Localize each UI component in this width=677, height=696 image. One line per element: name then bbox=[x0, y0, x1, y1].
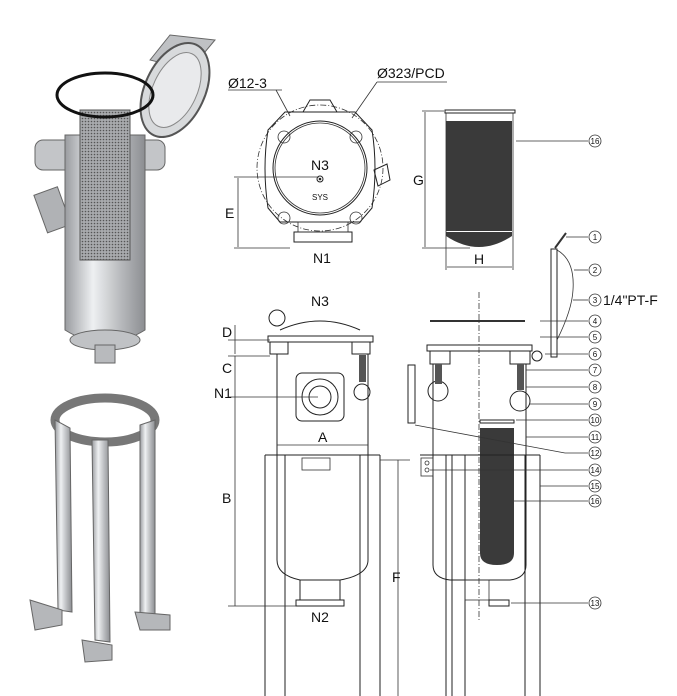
dim-g: G bbox=[413, 172, 424, 188]
callout-number: 13 bbox=[591, 599, 600, 608]
n3-label-front: N3 bbox=[311, 293, 329, 309]
callout-circle bbox=[588, 230, 602, 244]
logo-text: SYS bbox=[312, 193, 328, 202]
bolt-hole-label: Ø12-3 bbox=[228, 75, 267, 91]
callout-8: 8 bbox=[526, 380, 602, 394]
dim-e: E bbox=[225, 205, 234, 221]
callout-number: 14 bbox=[591, 466, 600, 475]
top-view: Ø12-3 Ø323/PCD N3 SYS E N1 bbox=[225, 65, 447, 266]
dim-a: A bbox=[318, 429, 328, 445]
callout-circle bbox=[588, 413, 602, 427]
callout-number: 16 bbox=[591, 497, 600, 506]
callout-number: 12 bbox=[591, 449, 600, 458]
callout-circle bbox=[588, 596, 602, 610]
callout-3: 3 bbox=[573, 293, 602, 307]
isometric-housing-render bbox=[29, 34, 216, 663]
callout-number: 1 bbox=[593, 233, 598, 242]
dim-h: H bbox=[474, 251, 484, 267]
callout-number: 9 bbox=[593, 400, 598, 409]
gasket-ring bbox=[55, 71, 155, 119]
callout-number: 15 bbox=[591, 482, 600, 491]
callout-number: 6 bbox=[593, 350, 598, 359]
dim-b: B bbox=[222, 490, 231, 506]
callout-circle bbox=[588, 363, 602, 377]
callout-1: 1 bbox=[566, 230, 602, 244]
callout-number: 11 bbox=[591, 433, 600, 442]
callout-11: 11 bbox=[526, 430, 602, 444]
callout-number: 5 bbox=[593, 333, 598, 342]
front-view: N3 D C N1 A B N2 F bbox=[214, 293, 410, 696]
callout-circle bbox=[588, 380, 602, 394]
pcd-label: Ø323/PCD bbox=[377, 65, 445, 81]
callout-14: 14 bbox=[430, 463, 602, 477]
n2-label: N2 bbox=[311, 609, 329, 625]
callout-circle bbox=[588, 347, 602, 361]
callout-circle bbox=[588, 397, 602, 411]
callout-12: 12 bbox=[414, 424, 602, 460]
callout-9: 9 bbox=[530, 397, 602, 411]
callout-circle bbox=[588, 330, 602, 344]
callout-13: 13 bbox=[511, 596, 602, 610]
n1-label-front: N1 bbox=[214, 385, 232, 401]
callout-number: 4 bbox=[593, 317, 598, 326]
callout-4: 4 bbox=[540, 314, 602, 328]
callout-circle bbox=[588, 494, 602, 508]
callout-circle bbox=[588, 263, 602, 277]
callout-number: 8 bbox=[593, 383, 598, 392]
callout-circle bbox=[588, 446, 602, 460]
callout-3-note: 1/4"PT-F bbox=[603, 292, 658, 308]
callout-number: 16 bbox=[591, 137, 600, 146]
n3-label-top: N3 bbox=[311, 157, 329, 173]
callout-7: 7 bbox=[526, 363, 602, 377]
dim-d: D bbox=[222, 324, 232, 340]
basket-view: G H bbox=[413, 109, 516, 270]
side-view bbox=[407, 232, 574, 696]
dim-f: F bbox=[392, 569, 401, 585]
callout-circle bbox=[588, 463, 602, 477]
callout-15: 15 bbox=[540, 479, 602, 493]
n1-label-top: N1 bbox=[313, 250, 331, 266]
callout-number: 2 bbox=[593, 266, 598, 275]
callout-5: 5 bbox=[540, 330, 602, 344]
callout-16-basket: 16 bbox=[588, 134, 602, 148]
callout-circle bbox=[588, 479, 602, 493]
callout-circle bbox=[588, 430, 602, 444]
dim-c: C bbox=[222, 360, 232, 376]
callout-2: 2 bbox=[574, 263, 602, 277]
callout-circle bbox=[588, 293, 602, 307]
callout-number: 7 bbox=[593, 366, 598, 375]
callout-16: 16 bbox=[514, 494, 602, 508]
callout-6: 6 bbox=[545, 347, 602, 361]
callout-circle bbox=[588, 314, 602, 328]
leader-line bbox=[414, 424, 566, 454]
callout-number: 10 bbox=[591, 416, 600, 425]
callout-number: 3 bbox=[593, 296, 598, 305]
callout-10: 10 bbox=[516, 413, 602, 427]
